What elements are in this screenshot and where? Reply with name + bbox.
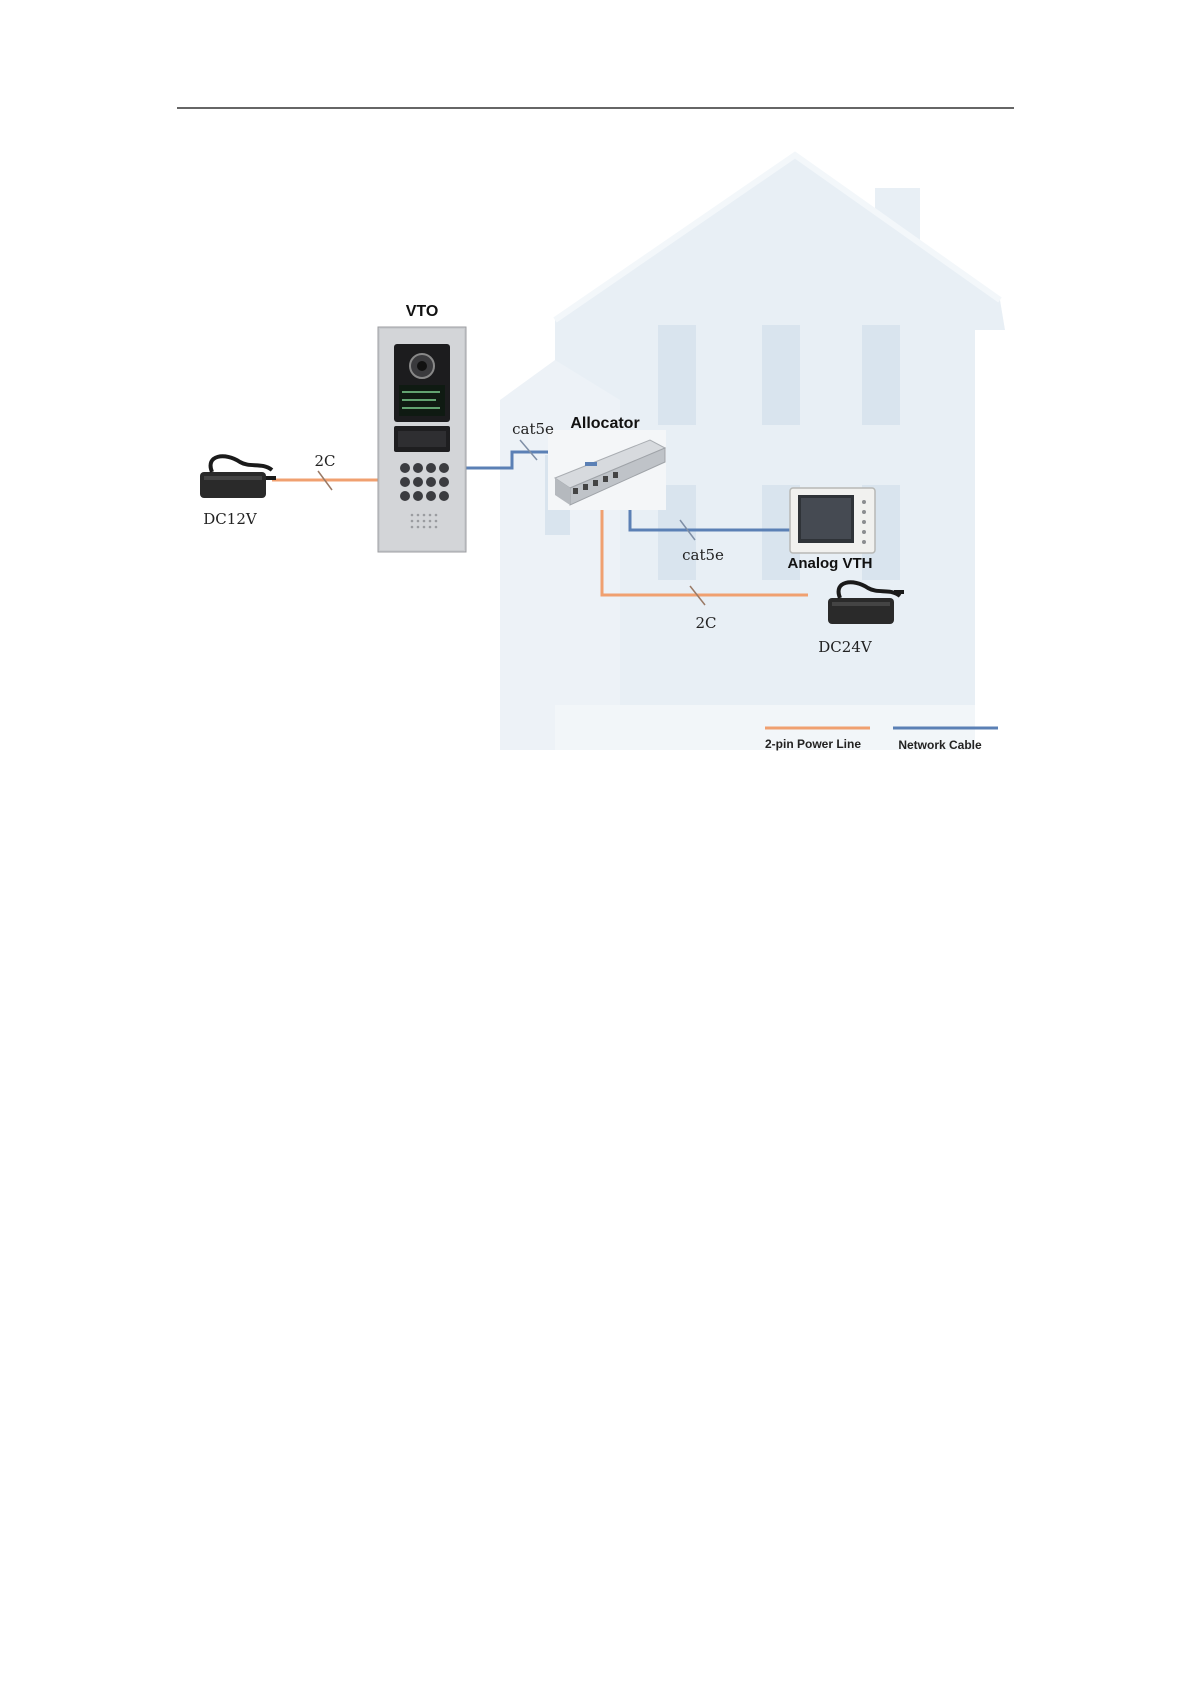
analog-vth-monitor <box>790 488 875 553</box>
dc12v-label: DC12V <box>203 510 258 528</box>
vto-panel <box>378 327 466 552</box>
house-window <box>762 325 800 425</box>
vth-label: Analog VTH <box>788 555 873 572</box>
house-window <box>862 325 900 425</box>
vto-label: VTO <box>406 303 439 320</box>
legend-network-label: Network Cable <box>898 738 982 752</box>
vto-power-cable-label: 2C <box>314 452 335 470</box>
allocator-vth-cable-label: cat5e <box>682 546 724 564</box>
legend-power-label: 2-pin Power Line <box>765 737 861 751</box>
allocator-device <box>548 430 666 510</box>
dc12v-adapter <box>200 456 276 498</box>
allocator-label: Allocator <box>570 415 639 432</box>
house-window <box>658 325 696 425</box>
dc24v-label: DC24V <box>818 638 873 656</box>
allocator-power-cable-label: 2C <box>695 614 716 632</box>
vto-allocator-cable-label: cat5e <box>512 420 554 438</box>
